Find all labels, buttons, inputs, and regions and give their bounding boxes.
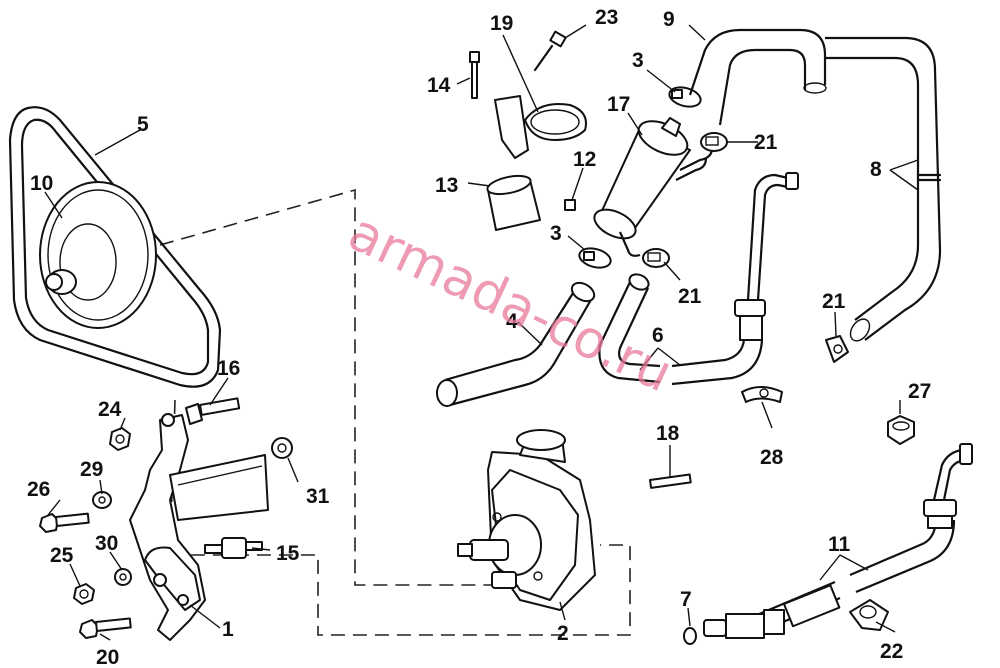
hose-9: [688, 28, 827, 126]
callout-31: 31: [306, 485, 330, 508]
washer-31: [271, 437, 293, 459]
nut-25: [73, 583, 95, 605]
callout-21-middle: 21: [678, 285, 702, 308]
bolt-23: [533, 30, 567, 72]
hose-clamp-upper: [668, 86, 702, 108]
clamp-22: [849, 599, 889, 631]
callout-7: 7: [680, 588, 692, 611]
callout-4: 4: [506, 310, 518, 333]
clamp-sleeve: [486, 174, 541, 231]
callout-17: 17: [607, 93, 630, 116]
fluid-reservoir: [593, 117, 714, 257]
callout-12: 12: [573, 148, 596, 171]
washer-30: [114, 568, 132, 586]
callout-6: 6: [652, 324, 664, 347]
callout-29: 29: [80, 458, 103, 481]
callout-10: 10: [30, 172, 53, 195]
power-steering-pump: [457, 429, 596, 611]
clip-21-right: [825, 335, 849, 363]
callout-24: 24: [98, 398, 122, 421]
hose-8: [825, 36, 942, 342]
nut-27: [887, 415, 915, 445]
callout-27: 27: [908, 380, 931, 403]
pulley: [39, 181, 157, 329]
mounting-bracket: [129, 413, 269, 641]
callout-1: 1: [222, 618, 234, 641]
drive-belt: [8, 106, 222, 388]
o-ring-7: [683, 627, 697, 645]
callout-9: 9: [663, 8, 675, 31]
hose-4: [436, 281, 596, 407]
callout-18: 18: [656, 422, 680, 445]
callout-15: 15: [276, 542, 300, 565]
callout-14: 14: [427, 74, 451, 97]
callout-21-right: 21: [822, 290, 846, 313]
bolt-16: [185, 397, 241, 425]
callout-16: 16: [217, 357, 240, 380]
callout-8: 8: [870, 158, 882, 181]
clip-21-upper: [700, 132, 728, 152]
hose-6: [598, 172, 799, 386]
callout-11: 11: [828, 533, 851, 556]
bolt-20: [79, 617, 132, 639]
clip-21-middle: [642, 248, 670, 268]
callout-5: 5: [137, 113, 149, 136]
callout-22: 22: [880, 640, 903, 663]
stud-15: [204, 537, 263, 559]
callout-26: 26: [27, 478, 50, 501]
callout-labels: 5 10 16 24 29 31 26 30 25 15 1 20 2 19 2…: [27, 6, 931, 668]
hose-11: [703, 443, 973, 639]
callout-30: 30: [95, 532, 118, 555]
reservoir-bracket: [494, 95, 587, 159]
leader-lines: [44, 24, 919, 641]
bolt-26: [39, 512, 90, 533]
callout-25: 25: [50, 544, 74, 567]
hose-clamp-lower: [578, 247, 612, 269]
callout-28: 28: [760, 446, 784, 469]
callout-3-upper: 3: [632, 49, 644, 72]
callout-3-lower: 3: [550, 222, 562, 245]
callout-23: 23: [595, 6, 618, 29]
washer-29: [92, 491, 112, 509]
nut-24: [109, 427, 131, 451]
callout-21-upper: 21: [754, 131, 778, 154]
callout-2: 2: [557, 622, 569, 645]
nut-12: [564, 199, 576, 211]
bolt-14: [469, 51, 480, 99]
clip-28: [741, 386, 783, 403]
callout-19: 19: [490, 12, 513, 35]
callout-20: 20: [96, 646, 119, 668]
callout-13: 13: [435, 174, 458, 197]
